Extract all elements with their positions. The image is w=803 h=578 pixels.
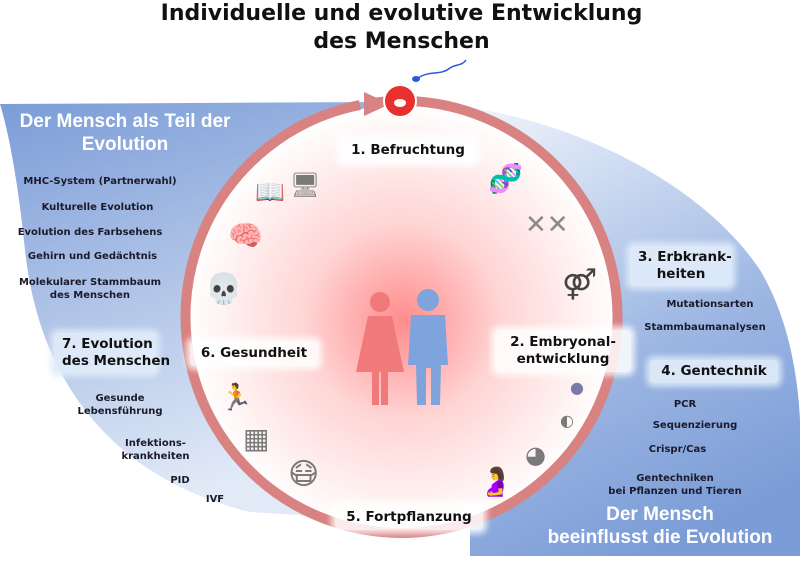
item-ivf: IVF bbox=[205, 494, 225, 505]
item-line: Infektions- bbox=[125, 438, 186, 449]
heading-line: beeinflusst die Evolution bbox=[547, 527, 773, 548]
male-figure bbox=[408, 289, 448, 405]
item-line: krankheiten bbox=[121, 451, 190, 462]
step-line: des Menschen bbox=[62, 353, 171, 369]
step-line: entwicklung bbox=[516, 351, 610, 367]
item-gehirn: Gehirn und Gedächtnis bbox=[27, 251, 158, 262]
step-3-label: 3. Erbkrank- heiten bbox=[630, 246, 732, 286]
gender-symbols-icon: ⚤ bbox=[562, 267, 598, 302]
step-1-label: 1. Befruchtung bbox=[340, 138, 476, 163]
item-line: Molekularer Stammbaum bbox=[18, 277, 162, 288]
item-line: Gesunde bbox=[95, 393, 145, 404]
female-figure bbox=[356, 292, 404, 405]
item-sequenzierung: Sequenzierung bbox=[652, 420, 738, 431]
morula-icon: ● bbox=[570, 378, 584, 397]
item-pid: PID bbox=[170, 475, 190, 486]
item-farbsehen: Evolution des Farbsehens bbox=[17, 227, 163, 238]
heading-line: Der Mensch als Teil der bbox=[19, 111, 231, 132]
ring-arrowhead bbox=[364, 92, 390, 116]
item-lebensfuehrung: Gesunde Lebensführung bbox=[75, 392, 165, 418]
item-line: Gentechniken bbox=[636, 473, 714, 484]
chromosome-icon: ✕✕ bbox=[525, 210, 569, 240]
life-cycle-circle bbox=[187, 105, 619, 537]
sperm-cell bbox=[417, 59, 467, 79]
step-line: 2. Embryonal- bbox=[510, 334, 616, 350]
item-stammbaum: Molekularer Stammbaum des Menschen bbox=[15, 276, 165, 302]
brain-icon: 🧠 bbox=[228, 219, 263, 252]
item-infektionskrankheiten: Infektions- krankheiten bbox=[118, 437, 193, 463]
item-line: Lebensführung bbox=[77, 406, 163, 417]
skull-icon: 💀 bbox=[205, 272, 243, 307]
item-gentechniken: Gentechniken bei Pflanzen und Tieren bbox=[600, 472, 750, 498]
item-mhc: MHC-System (Partnerwahl) bbox=[23, 176, 177, 187]
heading-line: Evolution bbox=[81, 134, 169, 155]
book-icon: 📖 bbox=[255, 178, 285, 206]
right-panel-heading: Der Mensch beeinflusst die Evolution bbox=[520, 503, 800, 549]
heading-line: Der Mensch bbox=[606, 504, 714, 525]
fetus-icon: ◕ bbox=[525, 441, 546, 469]
step-line: 3. Erbkrank- bbox=[638, 249, 732, 265]
step-5-label: 5. Fortpflanzung bbox=[335, 505, 483, 530]
page-title: Individuelle und evolutive Entwicklung d… bbox=[0, 0, 803, 56]
step-6-label: 6. Gesundheit bbox=[190, 341, 318, 366]
item-line: des Menschen bbox=[49, 290, 131, 301]
title-line-2: des Menschen bbox=[313, 29, 490, 54]
step-4-label: 4. Gentechnik bbox=[650, 360, 778, 383]
step-line: 7. Evolution bbox=[62, 336, 153, 352]
monitor-icon: 🖥 bbox=[290, 171, 321, 199]
title-line-1: Individuelle und evolutive Entwicklung bbox=[160, 1, 643, 26]
item-line: bei Pflanzen und Tieren bbox=[608, 486, 742, 497]
item-crispr: Crispr/Cas bbox=[648, 444, 707, 455]
step-7-label: 7. Evolution des Menschen bbox=[54, 333, 171, 373]
item-mutationsarten: Mutationsarten bbox=[666, 299, 754, 310]
pregnancy-icon: 🤰 bbox=[478, 465, 513, 498]
step-line: heiten bbox=[656, 266, 706, 282]
dna-icon: 🧬 bbox=[488, 162, 523, 195]
step-2-label: 2. Embryonal- entwicklung bbox=[495, 330, 631, 372]
running-person-icon: 🏃 bbox=[220, 383, 253, 413]
item-stammbaumanalysen: Stammbaumanalysen bbox=[644, 322, 766, 333]
item-kulturelle-evolution: Kulturelle Evolution bbox=[41, 202, 154, 213]
embryo-early-icon: ◐ bbox=[560, 411, 574, 430]
face-mask-icon: 😷 bbox=[288, 457, 320, 492]
intestine-icon: ▦ bbox=[243, 422, 270, 455]
item-pcr: PCR bbox=[673, 399, 697, 410]
cycle-ring bbox=[180, 96, 623, 538]
left-panel-heading: Der Mensch als Teil der Evolution bbox=[5, 110, 245, 156]
